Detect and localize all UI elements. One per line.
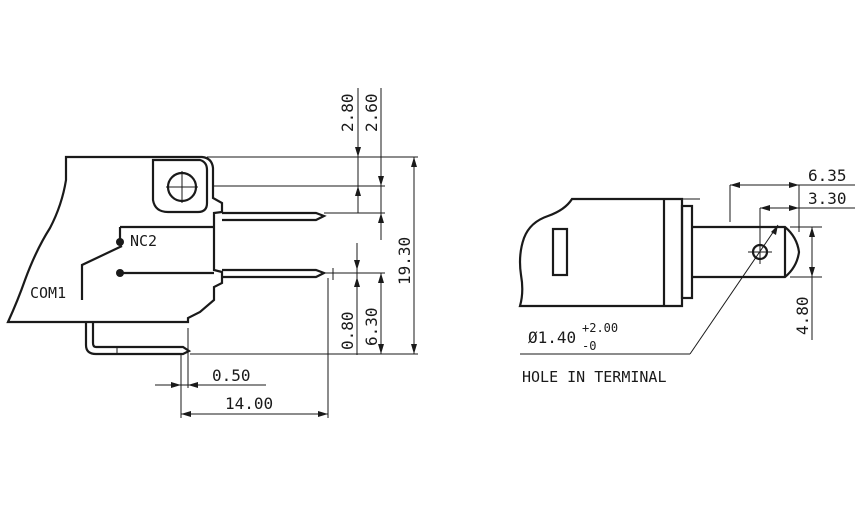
top-body-outline [518,197,684,308]
dim-6-30: 6.30 [362,307,381,346]
dim-4-80: 4.80 [793,296,812,335]
hole-tolerance-plus: +2.00 [582,321,618,335]
nc-terminal [222,211,327,222]
bent-terminal [84,322,192,356]
mounting-boss [151,158,209,214]
switch-lever [80,245,123,300]
dim-14-00: 14.00 [225,394,273,413]
hole-tolerance-minus: -0 [582,339,596,353]
nc-label: NC2 [130,232,157,250]
hole-leader [689,224,779,355]
dim-2-60: 2.60 [362,93,381,132]
dim-19-30: 19.30 [395,237,414,285]
hole-diameter: Ø1.40 [528,328,576,347]
com-label: COM1 [30,284,66,302]
dim-3-30: 3.30 [808,189,847,208]
com-terminal [222,268,327,279]
terminal-tab [692,225,801,279]
top-view: 6.35 3.30 4.80 Ø1.40 +2.00 -0 HOLE IN TE… [518,166,855,386]
dim-6-35: 6.35 [808,166,847,185]
side-view: NC2 COM1 2.80 2.60 19.30 0.80 [6,88,418,418]
nc-contact-dot [116,238,124,246]
dim-0-50: 0.50 [212,366,251,385]
switch-body-outline [6,155,224,324]
com-contact-dot [116,269,124,277]
body-slot [551,227,569,277]
dim-2-80: 2.80 [338,93,357,132]
hole-note: HOLE IN TERMINAL [522,368,667,386]
dim-0-80: 0.80 [338,311,357,350]
